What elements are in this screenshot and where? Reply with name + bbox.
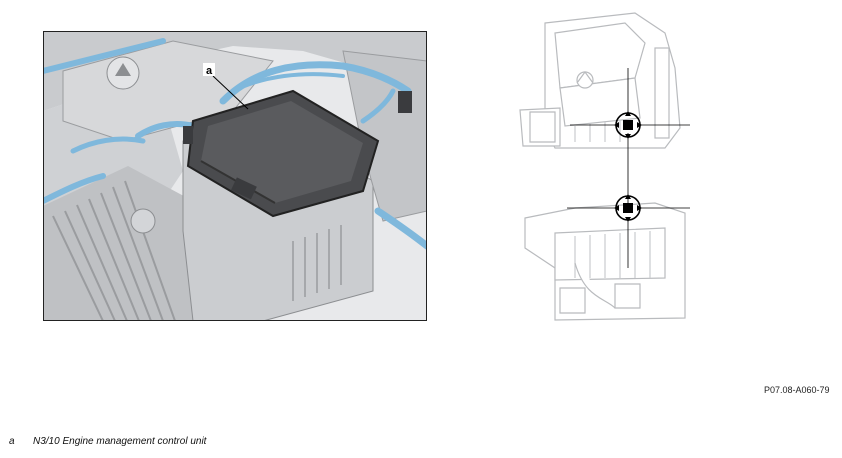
locator-views xyxy=(519,12,690,321)
callout-label-bg xyxy=(203,63,215,76)
callout-label-a: a xyxy=(206,65,213,77)
locator-top-view xyxy=(519,12,681,149)
engine-photo: a xyxy=(43,31,427,321)
valve-cover-left xyxy=(43,166,193,321)
figure-id: P07.08-A060-79 xyxy=(764,385,830,395)
legend-text: N3/10 Engine management control unit xyxy=(33,436,207,447)
locator-side-view xyxy=(524,202,686,321)
locator-target-bottom xyxy=(567,194,690,268)
callout-leader-a xyxy=(212,75,249,110)
wiring-harness xyxy=(43,38,427,250)
locator-target-top xyxy=(570,68,690,139)
legend: a N3/10 Engine management control unit xyxy=(9,436,206,447)
engine-control-unit xyxy=(186,89,380,218)
legend-key: a xyxy=(9,436,15,447)
